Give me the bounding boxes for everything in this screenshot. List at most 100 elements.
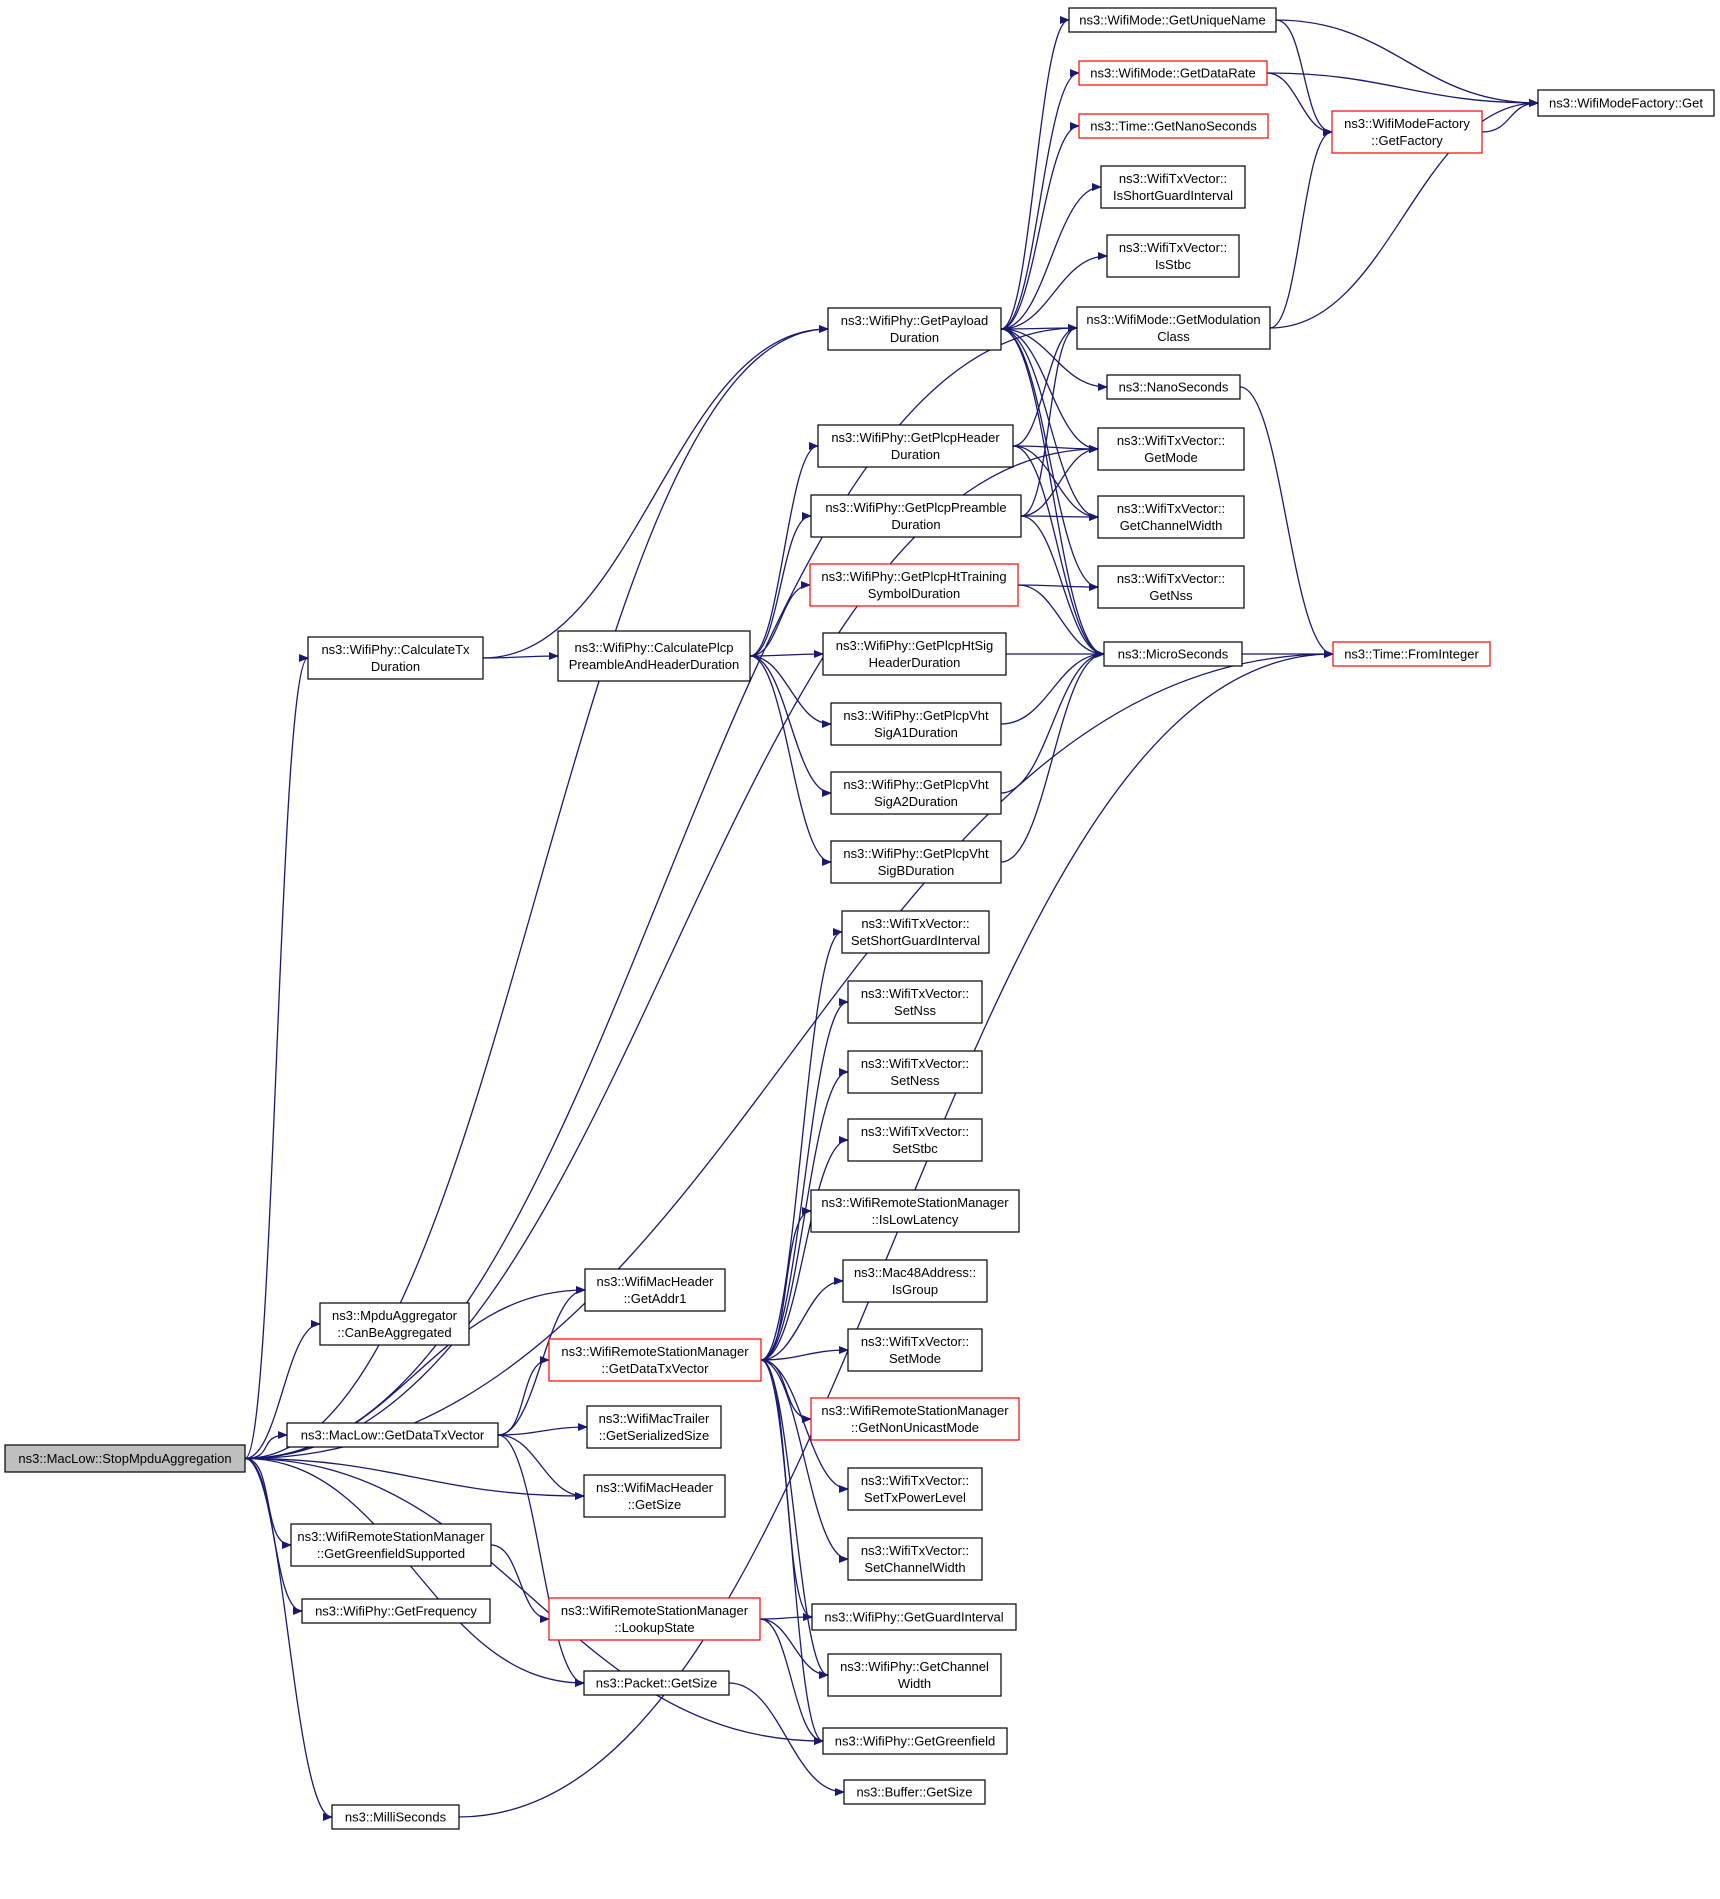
edge-n33-to-n47: [759, 1618, 829, 1679]
node-n17[interactable]: ns3::NanoSeconds: [1106, 374, 1241, 400]
node-n46[interactable]: ns3::WifiPhy::GetGuardInterval: [811, 1603, 1017, 1631]
node-n41[interactable]: ns3::Mac48Address::IsGroup: [842, 1259, 988, 1303]
node-box: [331, 1804, 460, 1830]
node-label: ns3::WifiPhy::CalculatePlcp: [575, 640, 734, 655]
node-label: ::CanBeAggregated: [337, 1325, 451, 1340]
edge-n12-to-n22: [1266, 72, 1333, 136]
node-n36[interactable]: ns3::WifiTxVector::SetShortGuardInterval: [841, 910, 990, 954]
node-label: ns3::Buffer::GetSize: [856, 1785, 972, 1800]
edge-n22-to-n23: [1481, 99, 1539, 133]
node-n30[interactable]: ns3::WifiMacHeader::GetSize: [583, 1474, 726, 1518]
node-n6[interactable]: ns3::WifiPhy::GetPlcpHtTrainingSymbolDur…: [809, 563, 1019, 607]
node-box: [817, 424, 1014, 468]
node-label: ns3::MilliSeconds: [345, 1810, 447, 1825]
node-label: IsShortGuardInterval: [1113, 188, 1233, 203]
node-n40[interactable]: ns3::WifiRemoteStationManager::IsLowLate…: [810, 1189, 1020, 1233]
node-n15[interactable]: ns3::WifiTxVector::IsStbc: [1106, 234, 1240, 278]
edge-n0-to-n30: [244, 1457, 585, 1500]
node-n35[interactable]: ns3::MilliSeconds: [331, 1804, 460, 1830]
node-label: ns3::WifiMacHeader: [596, 1480, 714, 1495]
edge-n0-to-n28: [244, 1431, 288, 1460]
node-n2[interactable]: ns3::WifiPhy::CalculatePlcpPreambleAndHe…: [557, 630, 751, 682]
edge-n28-to-n30: [497, 1434, 585, 1500]
node-n27[interactable]: ns3::WifiRemoteStationManager::GetDataTx…: [548, 1338, 762, 1382]
edge-n0-to-n25: [244, 1320, 321, 1460]
edge-n35-to-n24: [458, 650, 1334, 1818]
node-n37[interactable]: ns3::WifiTxVector::SetNss: [847, 980, 983, 1024]
node-label: ns3::Time::FromInteger: [1344, 647, 1479, 662]
node-label: ns3::WifiPhy::CalculateTx: [321, 642, 470, 657]
node-label: ns3::WifiPhy::GetPlcpHtTraining: [821, 569, 1006, 584]
node-n12[interactable]: ns3::WifiMode::GetDataRate: [1078, 60, 1268, 86]
node-n28[interactable]: ns3::MacLow::GetDataTxVector: [286, 1422, 499, 1448]
node-box: [810, 1189, 1020, 1233]
node-n42[interactable]: ns3::WifiTxVector::SetMode: [847, 1328, 983, 1372]
node-n26[interactable]: ns3::WifiMacHeader::GetAddr1: [584, 1268, 726, 1312]
node-label: Duration: [890, 330, 939, 345]
node-n24[interactable]: ns3::Time::FromInteger: [1332, 641, 1491, 667]
node-n18[interactable]: ns3::WifiTxVector::GetMode: [1097, 427, 1245, 471]
node-n43[interactable]: ns3::WifiRemoteStationManager::GetNonUni…: [810, 1397, 1020, 1441]
node-n21[interactable]: ns3::MicroSeconds: [1103, 641, 1243, 667]
node-n38[interactable]: ns3::WifiTxVector::SetNess: [847, 1050, 983, 1094]
node-label: Class: [1157, 329, 1190, 344]
edge-n16-to-n22: [1269, 128, 1333, 329]
node-n29[interactable]: ns3::WifiMacTrailer::GetSerializedSize: [586, 1405, 722, 1449]
node-n13[interactable]: ns3::Time::GetNanoSeconds: [1078, 113, 1269, 139]
node-n0[interactable]: ns3::MacLow::StopMpduAggregation: [4, 1444, 246, 1473]
node-n20[interactable]: ns3::WifiTxVector::GetNss: [1097, 565, 1245, 609]
node-box: [1097, 495, 1245, 539]
node-n39[interactable]: ns3::WifiTxVector::SetStbc: [847, 1118, 983, 1162]
node-n23[interactable]: ns3::WifiModeFactory::Get: [1537, 89, 1715, 117]
node-label: ::GetAddr1: [624, 1291, 687, 1306]
node-label: SymbolDuration: [868, 586, 961, 601]
node-n33[interactable]: ns3::WifiRemoteStationManager::LookupSta…: [548, 1597, 761, 1641]
node-box: [583, 1670, 730, 1696]
node-n44[interactable]: ns3::WifiTxVector::SetTxPowerLevel: [847, 1467, 983, 1511]
node-label: ns3::WifiTxVector::: [1117, 501, 1225, 516]
node-n11[interactable]: ns3::WifiMode::GetUniqueName: [1068, 7, 1277, 33]
node-n48[interactable]: ns3::WifiPhy::GetGreenfield: [822, 1727, 1008, 1755]
node-n45[interactable]: ns3::WifiTxVector::SetChannelWidth: [847, 1537, 983, 1581]
node-label: ns3::WifiMacHeader: [596, 1274, 714, 1289]
edge-n3-to-n12: [1000, 69, 1080, 330]
node-box: [1537, 89, 1715, 117]
node-n49[interactable]: ns3::Buffer::GetSize: [843, 1779, 986, 1805]
node-n22[interactable]: ns3::WifiModeFactory::GetFactory: [1331, 110, 1483, 154]
node-label: ns3::WifiTxVector::: [861, 1056, 969, 1071]
node-label: ns3::Time::GetNanoSeconds: [1090, 119, 1257, 134]
node-n32[interactable]: ns3::WifiPhy::GetFrequency: [301, 1598, 491, 1624]
node-n19[interactable]: ns3::WifiTxVector::GetChannelWidth: [1097, 495, 1245, 539]
node-box: [847, 1328, 983, 1372]
node-box: [847, 1118, 983, 1162]
node-label: ns3::WifiPhy::GetPlcpVht: [843, 777, 989, 792]
node-label: ns3::WifiPhy::GetPlcpHeader: [831, 430, 1000, 445]
edge-n3-to-n13: [1000, 122, 1080, 330]
node-box: [1068, 7, 1277, 33]
node-n14[interactable]: ns3::WifiTxVector::IsShortGuardInterval: [1100, 165, 1246, 209]
node-n25[interactable]: ns3::MpduAggregator::CanBeAggregated: [319, 1302, 470, 1346]
node-n31[interactable]: ns3::WifiRemoteStationManager::GetGreenf…: [290, 1523, 492, 1567]
edge-n27-to-n45: [760, 1359, 849, 1563]
node-label: ns3::WifiTxVector::: [861, 916, 969, 931]
node-box: [841, 910, 990, 954]
node-box: [1076, 306, 1271, 350]
node-label: SetNss: [894, 1003, 936, 1018]
node-label: ns3::MicroSeconds: [1118, 647, 1229, 662]
node-label: SetChannelWidth: [864, 1560, 965, 1575]
node-n34[interactable]: ns3::Packet::GetSize: [583, 1670, 730, 1696]
edge-n28-to-n27: [497, 1356, 550, 1436]
node-n47[interactable]: ns3::WifiPhy::GetChannelWidth: [827, 1653, 1002, 1697]
edge-n2-to-n4: [749, 442, 819, 657]
node-box: [307, 636, 484, 680]
node-label: ::GetDataTxVector: [602, 1361, 710, 1376]
